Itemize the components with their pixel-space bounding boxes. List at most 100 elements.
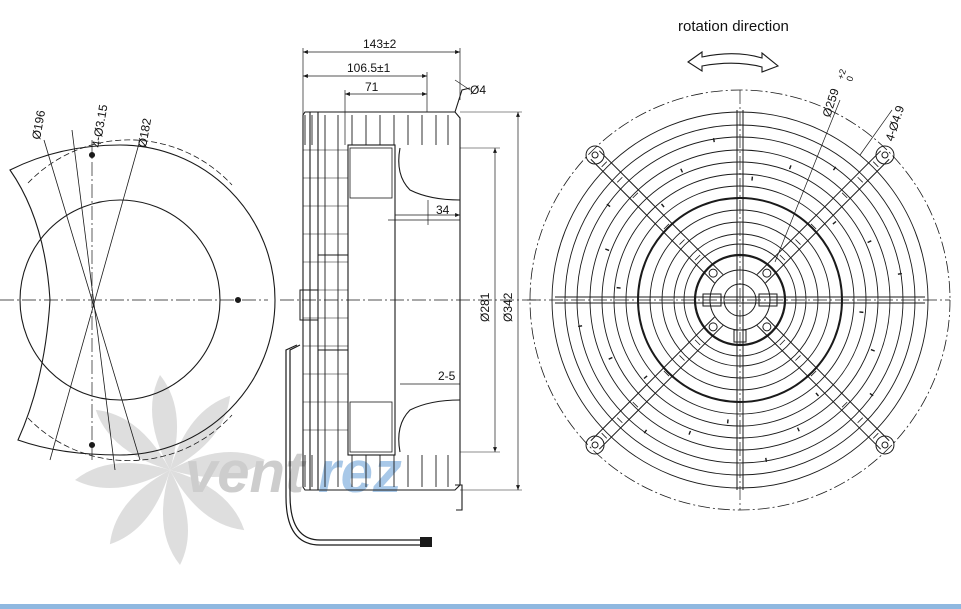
mount-hole [591, 441, 599, 449]
spoke-tick [601, 161, 608, 168]
guard-tick [832, 220, 837, 225]
guard-tick [897, 272, 902, 275]
spoke-tick [826, 386, 832, 392]
bottom-accent-bar [0, 604, 961, 609]
spoke-tick [601, 432, 608, 439]
mount-hole [881, 441, 889, 449]
watermark-text-blue: rez [318, 440, 402, 505]
spoke-tick [872, 161, 879, 168]
dim-side-motor: 71 [365, 80, 379, 94]
dim-rear-tol-upper: +2 [835, 68, 848, 81]
spoke-tick [810, 223, 817, 230]
spoke-diagonal-line [590, 158, 715, 284]
guard-tick [688, 430, 692, 435]
side-fins [303, 115, 449, 487]
spoke-tick [841, 401, 848, 408]
guard-tick [788, 165, 792, 170]
dim-side-total: 143±2 [363, 37, 397, 51]
dim-side-body: 106.5±1 [347, 61, 391, 75]
spoke-tick [694, 339, 701, 346]
spoke-tick [616, 417, 623, 424]
guard-tick [870, 348, 875, 352]
spoke-diagonal-line [598, 325, 724, 450]
watermark: vent rez [75, 375, 402, 565]
dim-side-wire: Ø4 [470, 83, 486, 97]
logo-blade [95, 409, 170, 470]
spoke-tick [857, 417, 864, 424]
mount-tab [875, 145, 895, 165]
spoke-tick [795, 239, 801, 245]
dim-rear-tol-lower: 0 [844, 75, 855, 83]
guard-spokes [555, 110, 925, 490]
guard-tick [815, 392, 820, 397]
hub-screw [762, 322, 772, 332]
spoke-diagonal-line [765, 158, 890, 284]
hub-screw [708, 322, 718, 332]
spoke-tick [795, 355, 801, 361]
curved-double-arrow-icon [687, 50, 780, 73]
guard-tick [643, 375, 648, 380]
logo-blade [170, 452, 265, 478]
guard-tick [660, 203, 665, 208]
logo-blade [75, 462, 170, 488]
spoke-tick [632, 401, 639, 408]
logo-blade [162, 470, 188, 565]
spoke-diagonal-line [756, 150, 882, 275]
spoke-tick [841, 192, 848, 199]
guard-tick [796, 427, 800, 432]
spoke-tick [663, 370, 670, 377]
rotation-direction-title: rotation direction [678, 18, 789, 35]
watermark-text-dark: vent [185, 440, 307, 505]
spoke-tick [826, 208, 832, 214]
spoke-diagonal-line [765, 316, 890, 442]
guard-tick [712, 138, 715, 143]
spoke-tick [872, 432, 879, 439]
guard-tick [765, 457, 768, 462]
hub-screw [708, 268, 718, 278]
dim-front-inner: Ø182 [135, 117, 154, 149]
mount-tab [875, 435, 895, 455]
spoke-tick [632, 192, 639, 199]
logo-blade [109, 470, 170, 545]
mount-hole [591, 151, 599, 159]
spoke-tick [648, 386, 654, 392]
spoke-tick [857, 176, 864, 183]
spoke-diagonal-line [590, 316, 715, 442]
fan-blade-logo-icon [75, 375, 265, 565]
spoke-tick [663, 223, 670, 230]
logo-blade [170, 470, 245, 531]
spoke-tick [679, 239, 685, 245]
spoke-tick [648, 208, 654, 214]
spoke-tick [616, 176, 623, 183]
guard-tick [680, 168, 684, 173]
guard-tick [867, 240, 872, 244]
spoke-tick [679, 355, 685, 361]
guard-tick [605, 248, 610, 252]
dim-side-outer: Ø342 [501, 292, 515, 322]
side-view [280, 48, 540, 547]
guard-tick [869, 392, 874, 397]
dim-rear-holes: 4-Ø4.9 [883, 103, 908, 143]
dim-side-offset: 34 [436, 203, 450, 217]
guard-tick [578, 325, 583, 328]
mount-tab [585, 435, 605, 455]
guard-tick [608, 356, 613, 360]
spoke-diagonal-line [598, 150, 724, 275]
dim-front-outer: Ø196 [29, 109, 48, 141]
dim-side-gap: 2-5 [438, 369, 456, 383]
mount-tab [585, 145, 605, 165]
spoke-diagonal-line [756, 325, 882, 450]
spoke-tick [779, 339, 786, 346]
spoke-tick [694, 254, 701, 261]
guard-tick [832, 166, 837, 171]
dim-side-inner: Ø281 [478, 292, 492, 322]
hub-screw [762, 268, 772, 278]
rear-guard-view [527, 89, 951, 511]
guard-tick [606, 203, 611, 208]
spoke-tick [810, 370, 817, 377]
spoke-tick [779, 254, 786, 261]
mount-hole [881, 151, 889, 159]
guard-tick [643, 429, 648, 434]
